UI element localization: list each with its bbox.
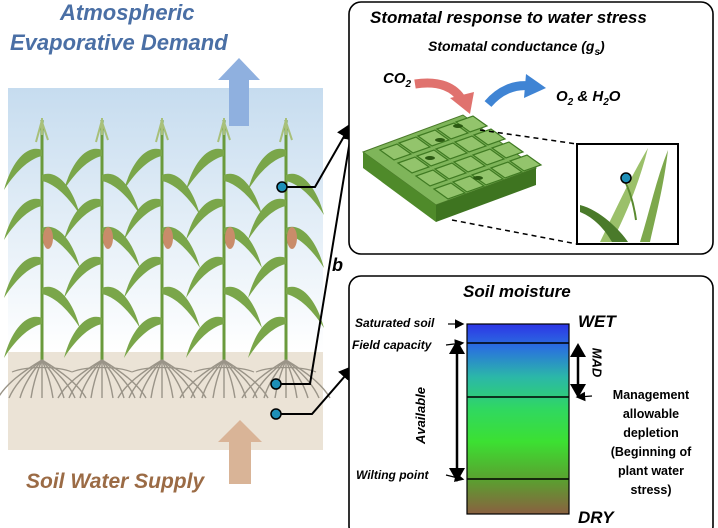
wet-label: WET xyxy=(578,312,616,331)
leaf-cells xyxy=(378,115,543,200)
h2o-subscript: 2 xyxy=(603,97,609,108)
zoom-leaves xyxy=(580,148,668,242)
subtitle-close: ) xyxy=(600,38,605,54)
subtitle-text: Stomatal conductance ( xyxy=(428,38,586,54)
wilting-point-label: Wilting point xyxy=(356,468,429,482)
o2-arrowhead xyxy=(524,74,546,98)
gs-subscript: s xyxy=(594,46,601,58)
leaf-surface-block xyxy=(361,114,543,222)
zoom-marker xyxy=(620,172,632,184)
connector-root-lower xyxy=(281,364,355,415)
co2-arrowhead xyxy=(450,92,474,114)
management-line-2: allowable xyxy=(622,407,680,421)
mad-label: MAD xyxy=(589,347,605,378)
maize-plant xyxy=(57,118,147,399)
field-capacity-label: Field capacity xyxy=(352,338,432,352)
management-label: Management allowable depletion (Beginnin… xyxy=(590,386,712,500)
maize-plant xyxy=(117,118,207,399)
zoom-line-top xyxy=(479,129,578,145)
evaporation-arrow xyxy=(218,58,260,126)
available-bracket xyxy=(449,340,465,482)
maize-plant xyxy=(0,118,87,399)
panel-a-title: Stomatal response to water stress xyxy=(370,8,647,27)
sky-band xyxy=(8,88,323,352)
o2-h2o-label: O2 & H2O xyxy=(556,88,620,108)
soil-water-supply-label: Soil Water Supply xyxy=(26,470,205,493)
maize-plant xyxy=(179,118,269,399)
management-line-3: depletion xyxy=(623,426,679,440)
wilting-pointer xyxy=(445,472,465,482)
zoom-line-bottom xyxy=(451,219,578,245)
management-line-5: plant water xyxy=(618,464,684,478)
connector-leaf xyxy=(287,122,352,188)
evaporative-demand-label: Evaporative Demand xyxy=(10,30,228,55)
co2-subscript: 2 xyxy=(405,79,412,90)
saturated-soil-label: Saturated soil xyxy=(355,316,435,330)
management-line-4: (Beginning of xyxy=(610,445,692,459)
panel-b-title: Soil moisture xyxy=(463,282,571,301)
soil-supply-arrow xyxy=(218,420,262,484)
o-text: O xyxy=(608,88,621,105)
atmospheric-label: Atmospheric xyxy=(60,0,195,25)
moisture-column xyxy=(466,323,570,515)
root-marker-upper xyxy=(270,378,282,390)
maize-plants xyxy=(0,118,331,399)
and-h-text: & H xyxy=(573,88,604,105)
gs-symbol: g xyxy=(585,38,595,54)
available-label: Available xyxy=(413,386,429,445)
o2-text: O xyxy=(556,88,568,105)
co2-label: CO2 xyxy=(383,70,411,90)
root-marker-lower xyxy=(270,408,282,420)
field-capacity-pointer xyxy=(445,339,465,349)
management-line-6: stress) xyxy=(630,483,672,497)
connector-root-upper xyxy=(281,124,358,385)
management-line-1: Management xyxy=(612,388,690,402)
dry-label: DRY xyxy=(578,508,614,527)
maize-plant xyxy=(241,118,331,399)
mad-bracket xyxy=(570,343,586,398)
leaf-marker xyxy=(276,181,288,193)
co2-text: CO xyxy=(383,70,406,87)
management-pointer xyxy=(575,391,593,402)
panel-a-subtitle: Stomatal conductance (gs) xyxy=(428,38,605,58)
panel-b-letter: b xyxy=(332,255,343,275)
o2-subscript: 2 xyxy=(567,97,574,108)
